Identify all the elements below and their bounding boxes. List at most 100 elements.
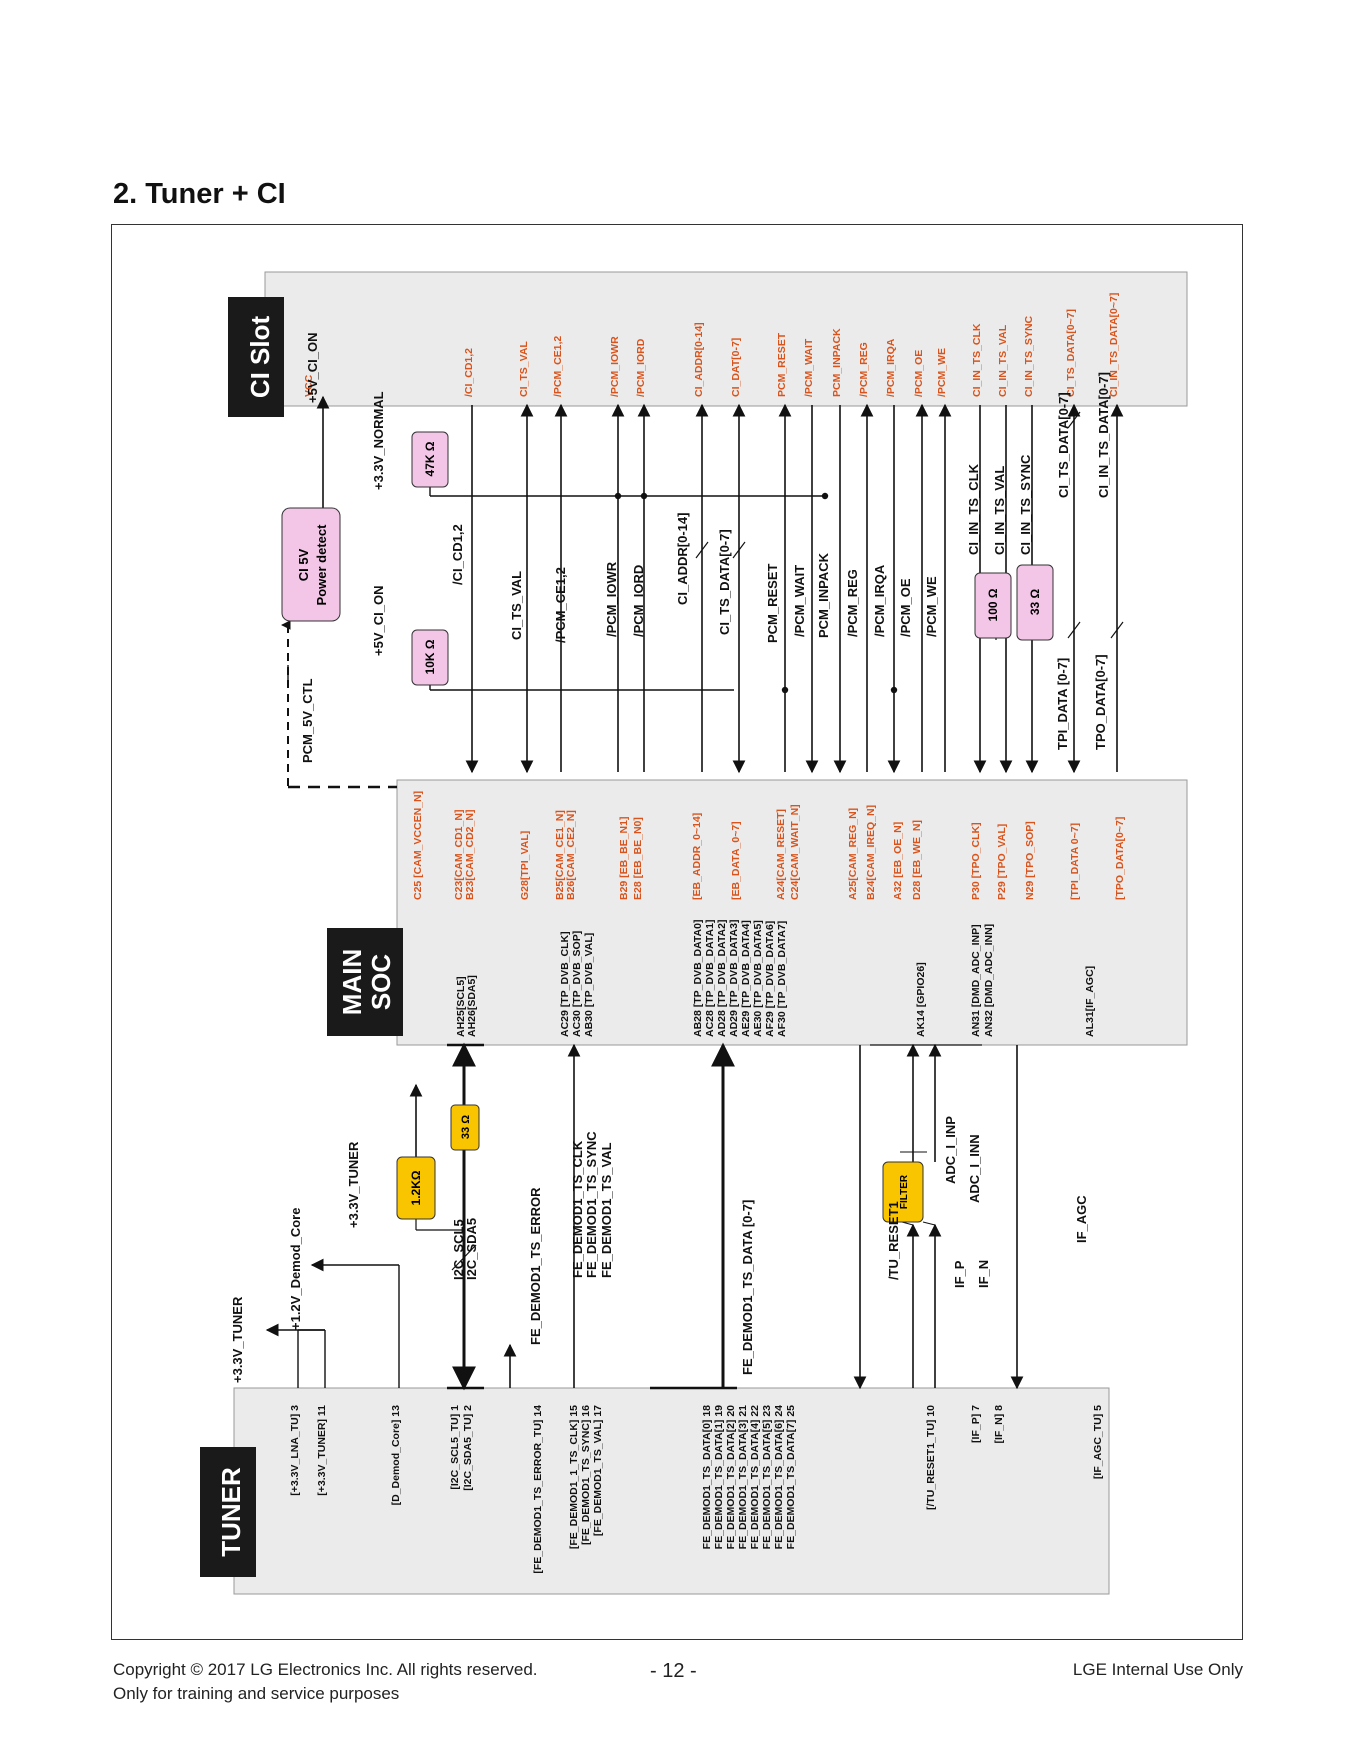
ci-net-label: TPO_DATA[0-7] xyxy=(1093,654,1108,750)
soc-tuner-pin-label: AC30 [TP_DVB_SOP] xyxy=(571,931,583,1037)
tuner-pin-label: FE_DEMOD1_TS_DATA[0] 18 xyxy=(701,1405,713,1549)
soc-ci-pin-label: B23[CAM_CD2_N] xyxy=(464,810,476,900)
soc-ci-pin-label: C25 [CAM_VCCEN_N] xyxy=(412,791,424,900)
soc-ci-pin-label: [EB_ADDR_0~14] xyxy=(691,813,703,900)
resistor-100-label: 100 Ω xyxy=(986,588,1000,621)
components: CI 5V Power detect 47K Ω 10K Ω 100 Ω 33 … xyxy=(281,431,1054,1223)
resistor-47k xyxy=(411,431,449,488)
tuner-net-label: ADC_I_INN xyxy=(967,1134,982,1203)
main-soc-block xyxy=(396,779,1188,1046)
ci-net-label: CI_IN_TS_SYNC xyxy=(1018,454,1033,555)
copyright-text: Copyright © 2017 LG Electronics Inc. All… xyxy=(113,1660,538,1679)
soc-tuner-pin-label: AD29 [TP_DVB_DATA3] xyxy=(728,920,740,1037)
resistor-47k-label: 47K Ω xyxy=(423,441,437,476)
ci-net-label: /PCM_CE1,2 xyxy=(553,567,568,643)
tuner-net-label: FE_DEMOD1_TS_VAL xyxy=(599,1142,614,1278)
tuner-net-label: I2C_SDA5 xyxy=(464,1218,479,1280)
tuner-pin-label: FE_DEMOD1_TS_DATA[4] 22 xyxy=(749,1405,761,1549)
soc-ci-pin-label: C24[CAM_WAIT_N] xyxy=(789,804,801,900)
tuner-net-label: IF_P xyxy=(952,1260,967,1288)
ci-power-detect-label-2: Power detect xyxy=(314,524,329,606)
soc-ci-pin-label: G28[TPI_VAL] xyxy=(519,831,531,900)
ci-net-label: /PCM_IORD xyxy=(631,565,646,637)
soc-ci-pin-label: [EB_DATA_0~7] xyxy=(730,821,742,900)
tuner-pin-label: FE_DEMOD1_TS_DATA[6] 24 xyxy=(773,1405,785,1549)
junction-dot xyxy=(781,686,789,694)
bus-slash xyxy=(1110,621,1124,639)
soc-ci-pin-label: D28 [EB_WE_N] xyxy=(911,820,923,900)
soc-ci-pin-label: B25[CAM_CE1_N] xyxy=(554,810,566,900)
main-soc-label-2: SOC xyxy=(366,954,396,1011)
resistor-10k-label: 10K Ω xyxy=(423,639,437,674)
junction-dot xyxy=(821,492,829,500)
bus-slash xyxy=(695,541,709,559)
ci-pin-label: CI_DAT[0-7] xyxy=(730,338,742,397)
ci-net-label: /PCM_WE xyxy=(924,576,939,637)
soc-ci-pin-label: B26[CAM_CE2_N] xyxy=(565,810,577,900)
tuner-pin-label: [+3.3V_LNA_TU] 3 xyxy=(289,1405,301,1496)
ci-pin-label: /PCM_WAIT xyxy=(803,338,815,397)
ci-pin-label: CI_ADDR[0-14] xyxy=(693,322,705,397)
ci-pin-label: /PCM_WE xyxy=(936,348,948,397)
bus-slash xyxy=(732,541,746,559)
ci-net-label: CI_ADDR[0-14] xyxy=(675,513,690,605)
soc-tuner-pin-label: AF30 [TP_DVB_DATA7] xyxy=(776,921,788,1037)
soc-ci-pin-label: B29 [EB_BE_N1] xyxy=(618,817,630,900)
bus-slash xyxy=(1067,411,1081,429)
soc-tuner-pin-label: AD28 [TP_DVB_DATA2] xyxy=(716,920,728,1037)
resistor-33-ci xyxy=(1016,564,1054,641)
ci-pin-label: /PCM_IOWR xyxy=(609,336,621,397)
soc-tuner-pin-label: AN32 [DMD_ADC_INN] xyxy=(983,924,995,1037)
soc-ci-pin-label: A24[CAM_RESET] xyxy=(775,809,787,900)
main-soc-label-box xyxy=(327,928,403,1036)
soc-tuner-pin-label: AL31[IF_AGC] xyxy=(1084,966,1096,1037)
soc-tuner-pin-label: AC29 [TP_DVB_CLK] xyxy=(559,931,571,1037)
junction-dot xyxy=(890,686,898,694)
tuner-pin-label: FE_DEMOD1_TS_DATA[3] 21 xyxy=(737,1405,749,1549)
ci-net-label: PCM_INPACK xyxy=(816,552,831,638)
ci-net-label: +3.3V_NORMAL xyxy=(371,391,386,490)
tuner-net-label: FE_DEMOD1_TS_DATA [0-7] xyxy=(740,1200,755,1375)
tuner-pin-label: [/TU_RESET1_TU] 10 xyxy=(925,1405,937,1510)
ci-pin-label: /PCM_IRQA xyxy=(885,338,897,397)
soc-ci-pin-label: [TPO_DATA[0~7] xyxy=(1114,817,1126,900)
block-labels: CI Slot MAIN SOC TUNER xyxy=(200,297,403,1577)
ci-net-label: +5V_CI_ON xyxy=(305,333,320,403)
junction-dot xyxy=(640,492,648,500)
ci-net-label: CI_TS_DATA[0-7] xyxy=(1056,392,1071,498)
ci-pin-label: CI_TS_VAL xyxy=(518,341,530,397)
ci-net-label: CI_TS_VAL xyxy=(509,571,524,640)
ci-net-label: CI_TS_DATA[0-7] xyxy=(717,529,732,635)
tuner-net-label: I2C_SCL5 xyxy=(451,1219,466,1280)
resistor-33-ci-label: 33 Ω xyxy=(1028,588,1042,615)
soc-tuner-pin-label: AH25[SCL5] xyxy=(455,976,467,1037)
ci-net-label: /PCM_IRQA xyxy=(872,564,887,637)
soc-ci-pin-label: E28 [EB_BE_N0] xyxy=(632,817,644,900)
ci-pin-label: VCC xyxy=(303,374,315,397)
wire xyxy=(922,1221,936,1226)
ci-pin-label: CI_IN_TS_SYNC xyxy=(1023,315,1035,397)
ci-pin-label: PCM_INPACK xyxy=(831,328,843,397)
junction-dot xyxy=(614,492,622,500)
tuner-pin-label: [I2C_SCL5_TU] 1 xyxy=(449,1405,461,1490)
ci-net-label: CI_IN_TS_DATA[0-7] xyxy=(1096,372,1111,498)
tuner-pin-label: [FE_DEMOD1_1_TS_CLK] 15 xyxy=(568,1405,580,1549)
soc-ci-pin-label: A25[CAM_REG_N] xyxy=(847,808,859,900)
ci-power-detect-label-1: CI 5V xyxy=(296,548,311,581)
ci-pin-label: CI_TS_DATA[0~7] xyxy=(1065,309,1077,397)
soc-ci-pin-label: A32 [EB_OE_N] xyxy=(892,822,904,900)
tuner-ci-schematic: CI Slot MAIN SOC TUNER CI 5V Power detec… xyxy=(200,271,1188,1595)
bus-slash xyxy=(1067,621,1081,639)
ci-pin-label: /PCM_CE1,2 xyxy=(552,336,564,397)
bus-slash xyxy=(451,1244,477,1271)
ci-power-detect-box xyxy=(281,507,341,622)
soc-ci-pin-label: P30 [TPO_CLK] xyxy=(970,822,982,900)
ci-net-label: +5V_CI_ON xyxy=(371,586,386,656)
tuner-pin-label: FE_DEMOD1_TS_DATA[5] 23 xyxy=(761,1405,773,1549)
tuner-pin-label: [I2C_SDA5_TU] 2 xyxy=(462,1405,474,1491)
purpose-text: Only for training and service purposes xyxy=(113,1684,400,1703)
tuner-pin-label: FE_DEMOD1_TS_DATA[2] 20 xyxy=(725,1405,737,1549)
soc-ci-pin-label: C23[CAM_CD1_N] xyxy=(453,810,465,900)
soc-tuner-pin-label: AC28 [TP_DVB_DATA1] xyxy=(704,920,716,1037)
